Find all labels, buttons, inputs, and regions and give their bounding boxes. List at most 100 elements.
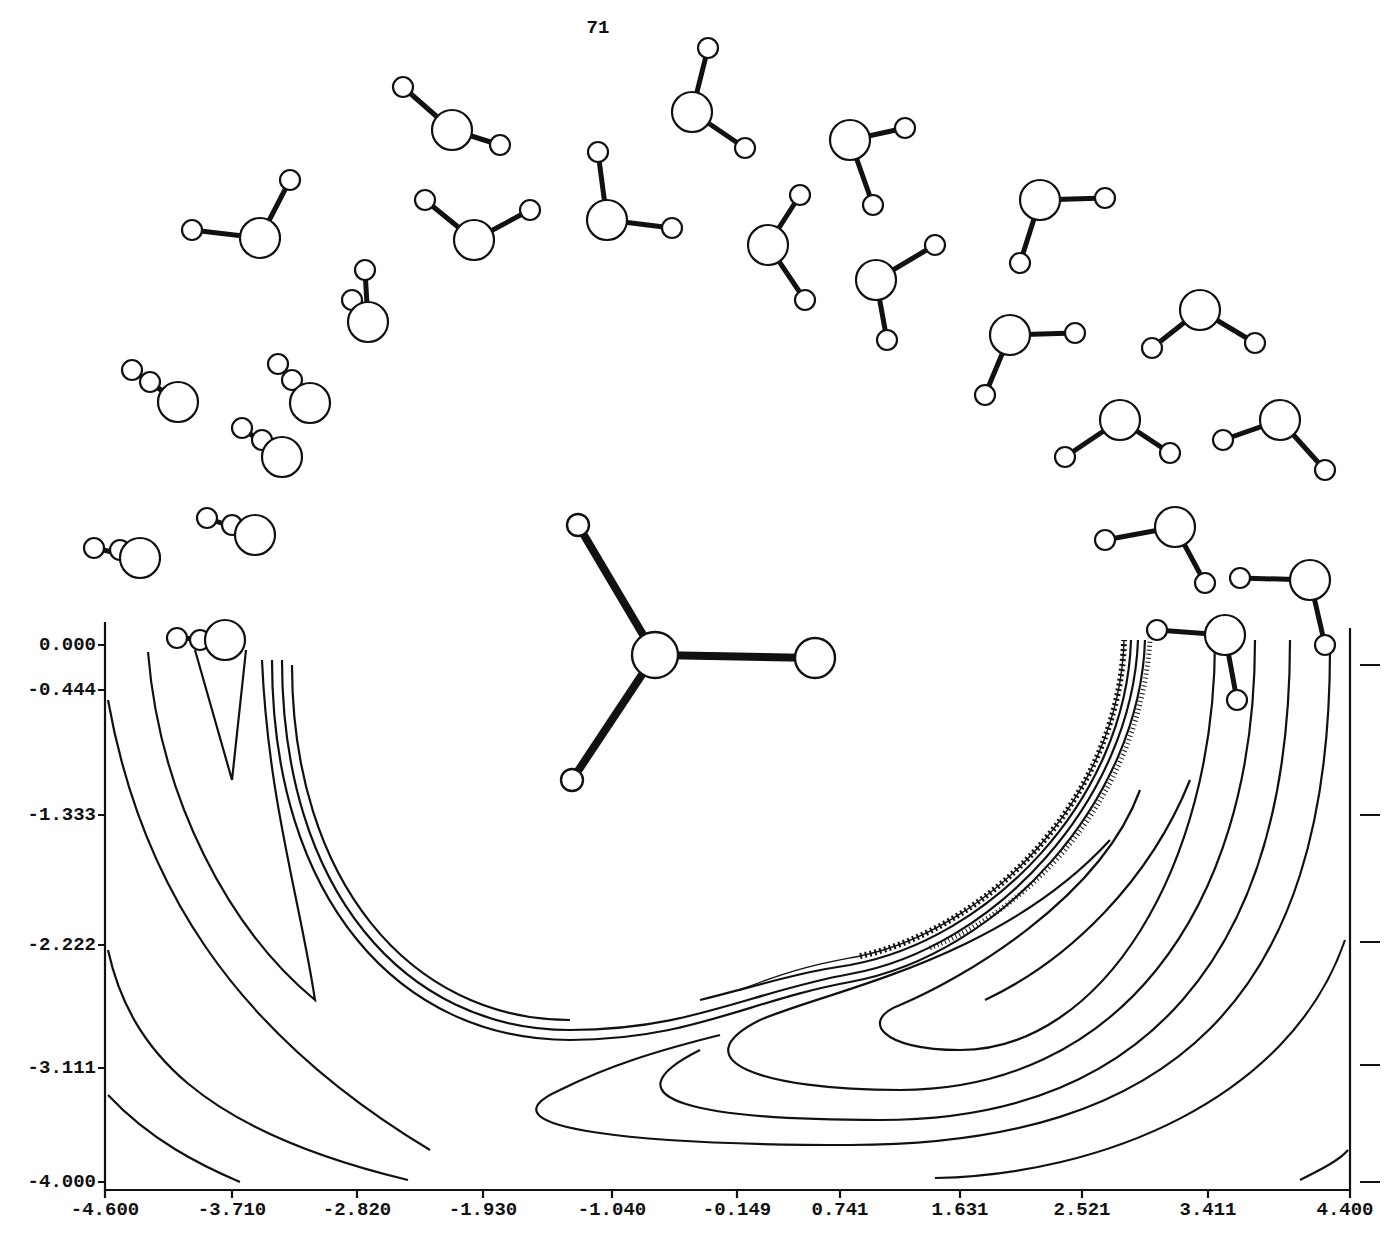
hydrogen-atom [355,260,375,280]
axis-tick-label: 4.400 [1314,1200,1375,1221]
hydrogen-atom [925,235,945,255]
contour-line [195,650,246,780]
hydrogen-atom [197,508,217,528]
hydrogen-atom [1227,690,1247,710]
water-molecule [342,260,388,342]
oxygen-atom [205,620,245,660]
axis-tick-label: -1.930 [447,1200,519,1221]
contour-line [108,950,408,1180]
water-molecule [830,118,915,215]
water-molecule [415,190,540,260]
oxygen-atom [1155,507,1195,547]
axis-tick-label: -0.444 [26,680,98,701]
contour-plot [98,622,1380,1198]
water-molecule [182,170,300,258]
hydrogen-atom [520,200,540,220]
hydrogen-atom [877,330,897,350]
molecule-layer [84,38,1335,791]
water-molecule [167,620,245,660]
hydrogen-atom [895,118,915,138]
axis-tick-label: -2.820 [321,1200,393,1221]
hydrogen-atom [795,290,815,310]
axis-tick-label: -3.111 [26,1058,98,1079]
water-molecule [975,315,1085,405]
axis-tick-label: -2.222 [26,935,98,956]
oxygen-atom [1290,560,1330,600]
hydrogen-atom [1195,573,1215,593]
hydrogen-atom [1147,620,1167,640]
axis-tick-label: 0.741 [809,1200,870,1221]
contour-line [536,650,1330,1145]
hydrogen-atom [84,538,104,558]
oxygen-atom [1020,180,1060,220]
contour-line [700,640,1131,1000]
oxygen-atom [120,538,160,578]
oxygen-atom [290,383,330,423]
oxygen-atom [990,315,1030,355]
contour-line [148,652,315,1000]
axis-tick-label: -4.600 [69,1200,141,1221]
contour-line [272,640,1145,1040]
contour-line [108,700,430,1150]
atom [567,514,589,536]
hydrogen-atom [588,142,608,162]
axis-ticks [98,645,105,1182]
contour-line [282,640,1138,1030]
hydrogen-atom [490,135,510,155]
axis-tick-label: -4.000 [26,1172,98,1193]
hydrogen-atom [1245,333,1265,353]
axis-ticks [105,1190,1350,1198]
contour-line [880,640,1215,1050]
page-number: 71 [585,18,612,39]
contour-line [1300,1150,1348,1180]
axis-tick-label: 2.521 [1051,1200,1112,1221]
hydrogen-atom [1213,430,1233,450]
contour-line [728,640,1255,1090]
hydrogen-atom [698,38,718,58]
water-molecule [748,185,815,310]
axis-tick-label: 0.000 [37,635,98,656]
oxygen-atom [348,302,388,342]
oxygen-atom [262,437,302,477]
hydrogen-atom [1095,188,1115,208]
contour-line [935,940,1345,1178]
contour-line [292,665,570,1020]
plot-frame [105,622,1350,1190]
axis-tick-label: -1.040 [576,1200,648,1221]
central-ion [561,514,835,791]
contour-line [740,640,1124,990]
hydrogen-atom [662,218,682,238]
hydrogen-atom [1010,253,1030,273]
oxygen-atom [1100,400,1140,440]
oxygen-atom [454,220,494,260]
water-molecule [672,38,755,158]
hydrogen-atom [975,385,995,405]
water-molecule [197,508,275,555]
hydrogen-atom [122,360,142,380]
hydrogen-atom [167,628,187,648]
atom [561,769,583,791]
hydrogen-atom [393,77,413,97]
water-molecule [1010,180,1115,273]
water-molecule [1055,400,1180,467]
hydrogen-atom [268,354,288,374]
hydrogen-atom [1095,530,1115,550]
atom [795,638,835,678]
axis-tick-label: 3.411 [1177,1200,1238,1221]
water-molecule [1230,560,1335,655]
axis-tick-label: 1.631 [929,1200,990,1221]
oxygen-atom [856,260,896,300]
water-molecule [856,235,945,350]
axis-ticks [1360,665,1380,1182]
axis-tick-label: -3.710 [196,1200,268,1221]
hydrogen-atom [415,190,435,210]
hydrogen-atom [1160,443,1180,463]
hydrogen-atom [232,418,252,438]
hydrogen-atom [863,195,883,215]
water-molecule [122,360,198,422]
hydrogen-atom [735,138,755,158]
hatch-band [860,640,1124,956]
oxygen-atom [748,225,788,265]
oxygen-atom [240,218,280,258]
